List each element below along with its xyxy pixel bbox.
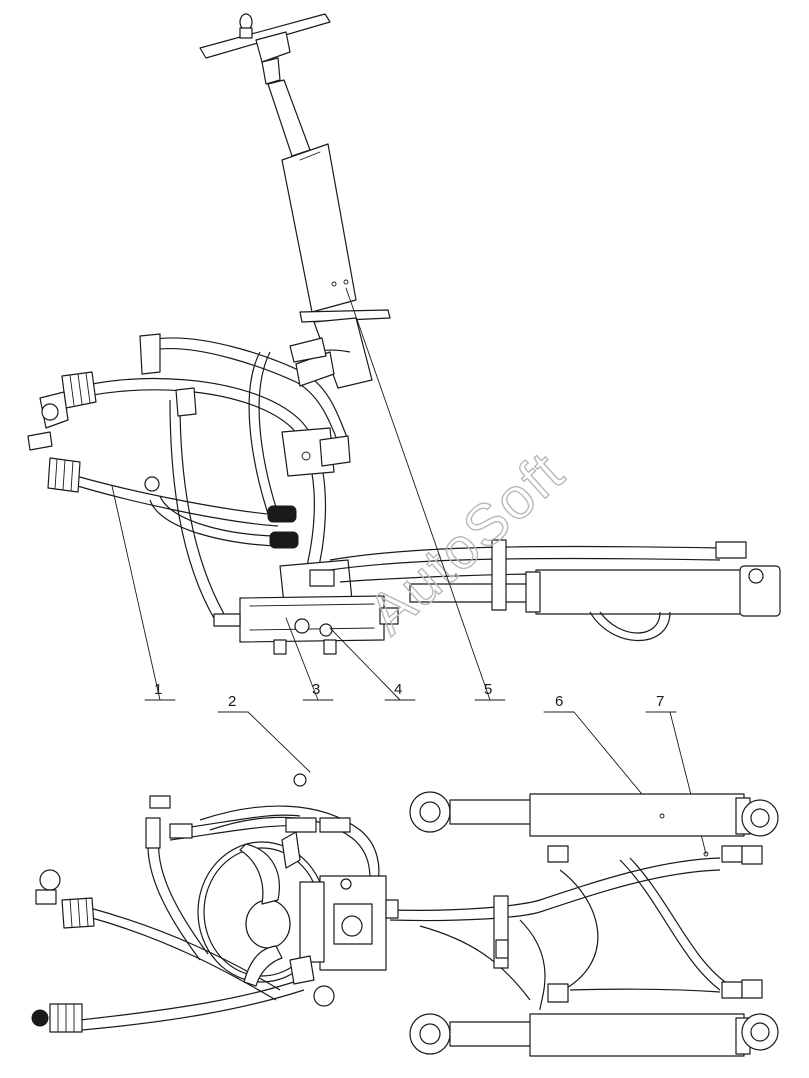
callout-leaders xyxy=(111,287,707,855)
steering-cylinder-side xyxy=(329,539,781,642)
steering-wheel-side xyxy=(199,13,331,85)
distributor-valve xyxy=(213,559,399,655)
steering-wheel-top xyxy=(197,831,327,987)
quick-couplers-left xyxy=(27,333,335,493)
callout-5: 5 xyxy=(484,681,492,698)
callout-3: 3 xyxy=(312,681,320,698)
callout-2: 2 xyxy=(228,693,236,710)
valve-block-upper xyxy=(281,427,351,477)
hose-sleeves xyxy=(267,505,299,549)
steering-cylinder-lower xyxy=(409,979,779,1057)
callout-1: 1 xyxy=(154,681,162,698)
steering-cylinder-upper xyxy=(409,791,779,865)
callout-4: 4 xyxy=(394,681,402,698)
quick-couplers-lower xyxy=(31,773,351,1033)
watermark-text: AutoSoft xyxy=(356,439,577,647)
callout-6: 6 xyxy=(555,693,563,710)
hose-bundle-upper xyxy=(55,337,351,621)
steering-column xyxy=(267,79,391,389)
callout-labels: 1 2 3 4 5 6 7 xyxy=(154,681,664,710)
side-view-assembly xyxy=(27,13,781,655)
plan-view-assembly xyxy=(31,773,779,1057)
hose-bundle-lower xyxy=(79,805,729,1031)
distributor-valve-plan xyxy=(289,875,509,1007)
callout-7: 7 xyxy=(656,693,664,710)
